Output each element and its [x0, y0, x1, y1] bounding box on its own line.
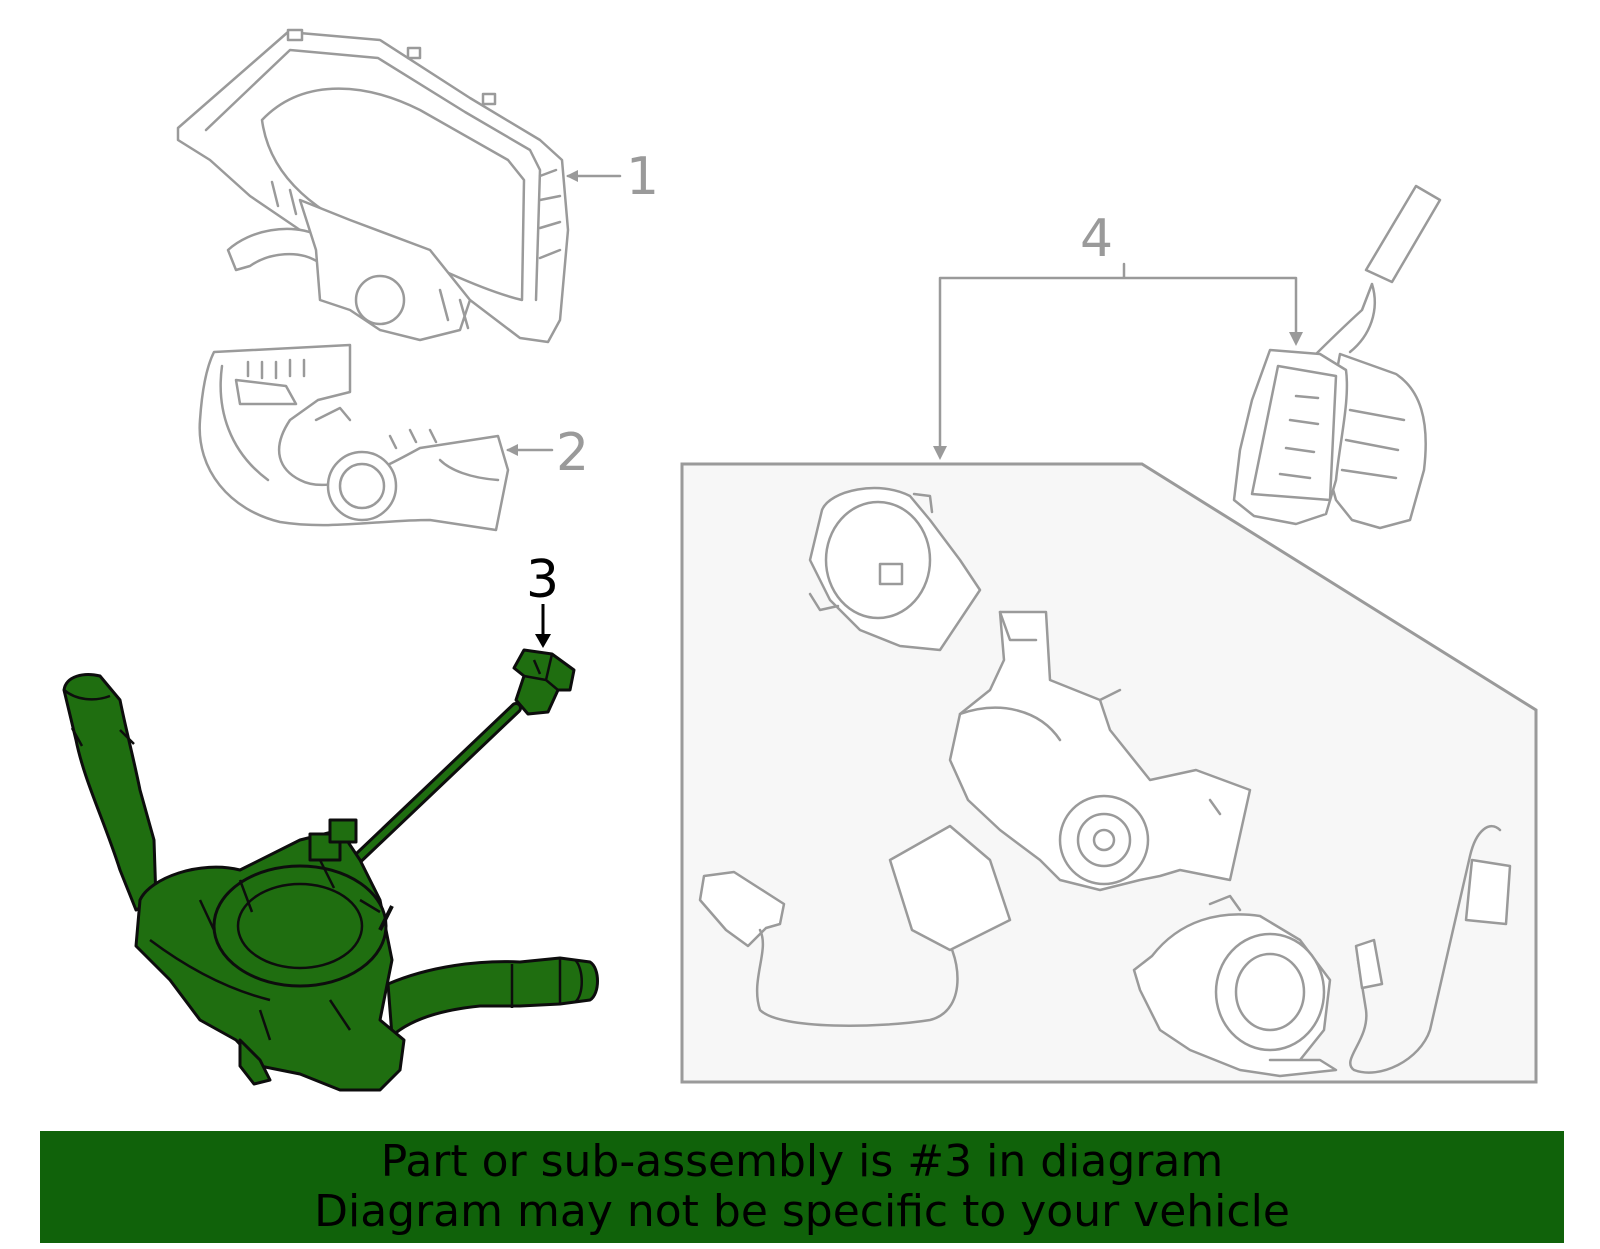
ignition-lock-kit-icon[interactable] [698, 486, 1512, 1078]
callout-2-label: 2 [556, 423, 589, 483]
instrument-cluster-icon[interactable] [176, 28, 570, 344]
callout-4-bracket [938, 262, 1298, 454]
key-fob-icon[interactable] [1232, 184, 1442, 530]
callout-4-arrowhead-fob [1289, 332, 1303, 346]
info-banner: Part or sub-assembly is #3 in diagram Di… [40, 1131, 1564, 1243]
callout-4-label: 4 [1080, 209, 1113, 269]
callout-1-label: 1 [626, 147, 659, 207]
steering-column-cover-icon[interactable] [198, 343, 510, 532]
callout-3-arrowhead [535, 634, 551, 648]
banner-line-2: Diagram may not be specific to your vehi… [314, 1186, 1290, 1237]
callout-1-arrowhead [566, 170, 578, 182]
callout-4-arrowhead-box [933, 446, 947, 460]
banner-line-1: Part or sub-assembly is #3 in diagram [380, 1136, 1224, 1187]
callout-2-arrowhead [506, 444, 518, 456]
callout-3-label: 3 [526, 550, 559, 610]
combination-switch-icon[interactable] [62, 648, 599, 1092]
